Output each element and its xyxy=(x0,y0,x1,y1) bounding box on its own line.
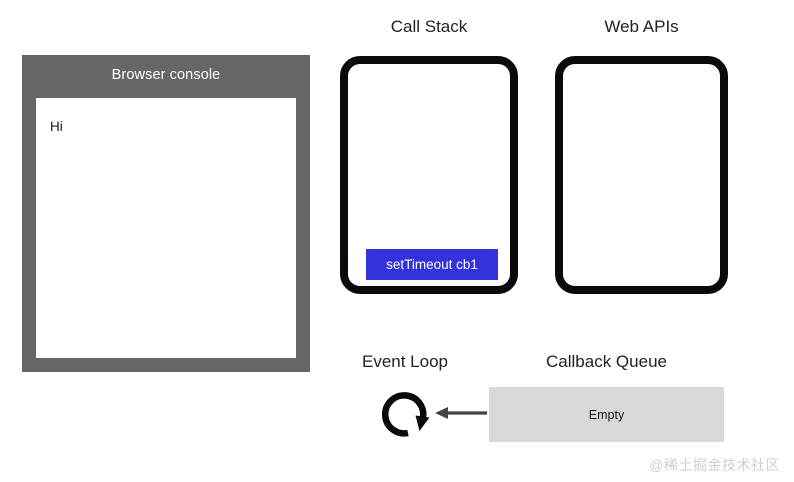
call-stack-frame: setTimeout cb1 xyxy=(366,249,498,280)
console-output-line: Hi xyxy=(50,119,63,134)
web-apis-caption: Web APIs xyxy=(604,17,679,36)
browser-console-panel: Browser console Hi xyxy=(22,55,310,372)
callback-queue-box: Empty xyxy=(489,387,724,442)
browser-console-screen: Hi xyxy=(36,98,296,358)
web-apis-box xyxy=(555,56,728,294)
watermark: @稀土掘金技术社区 xyxy=(649,457,780,473)
call-stack-caption: Call Stack xyxy=(390,17,468,36)
callback-queue-caption: Callback Queue xyxy=(546,352,667,371)
call-stack-box: setTimeout cb1 xyxy=(340,56,518,294)
event-loop-caption: Event Loop xyxy=(361,352,448,371)
circular-arrow-icon xyxy=(380,385,436,443)
call-stack-frame-label: setTimeout cb1 xyxy=(386,256,478,272)
arrow-left-icon xyxy=(435,403,487,423)
browser-console-title: Browser console xyxy=(111,67,221,83)
callback-queue-status: Empty xyxy=(588,407,625,422)
